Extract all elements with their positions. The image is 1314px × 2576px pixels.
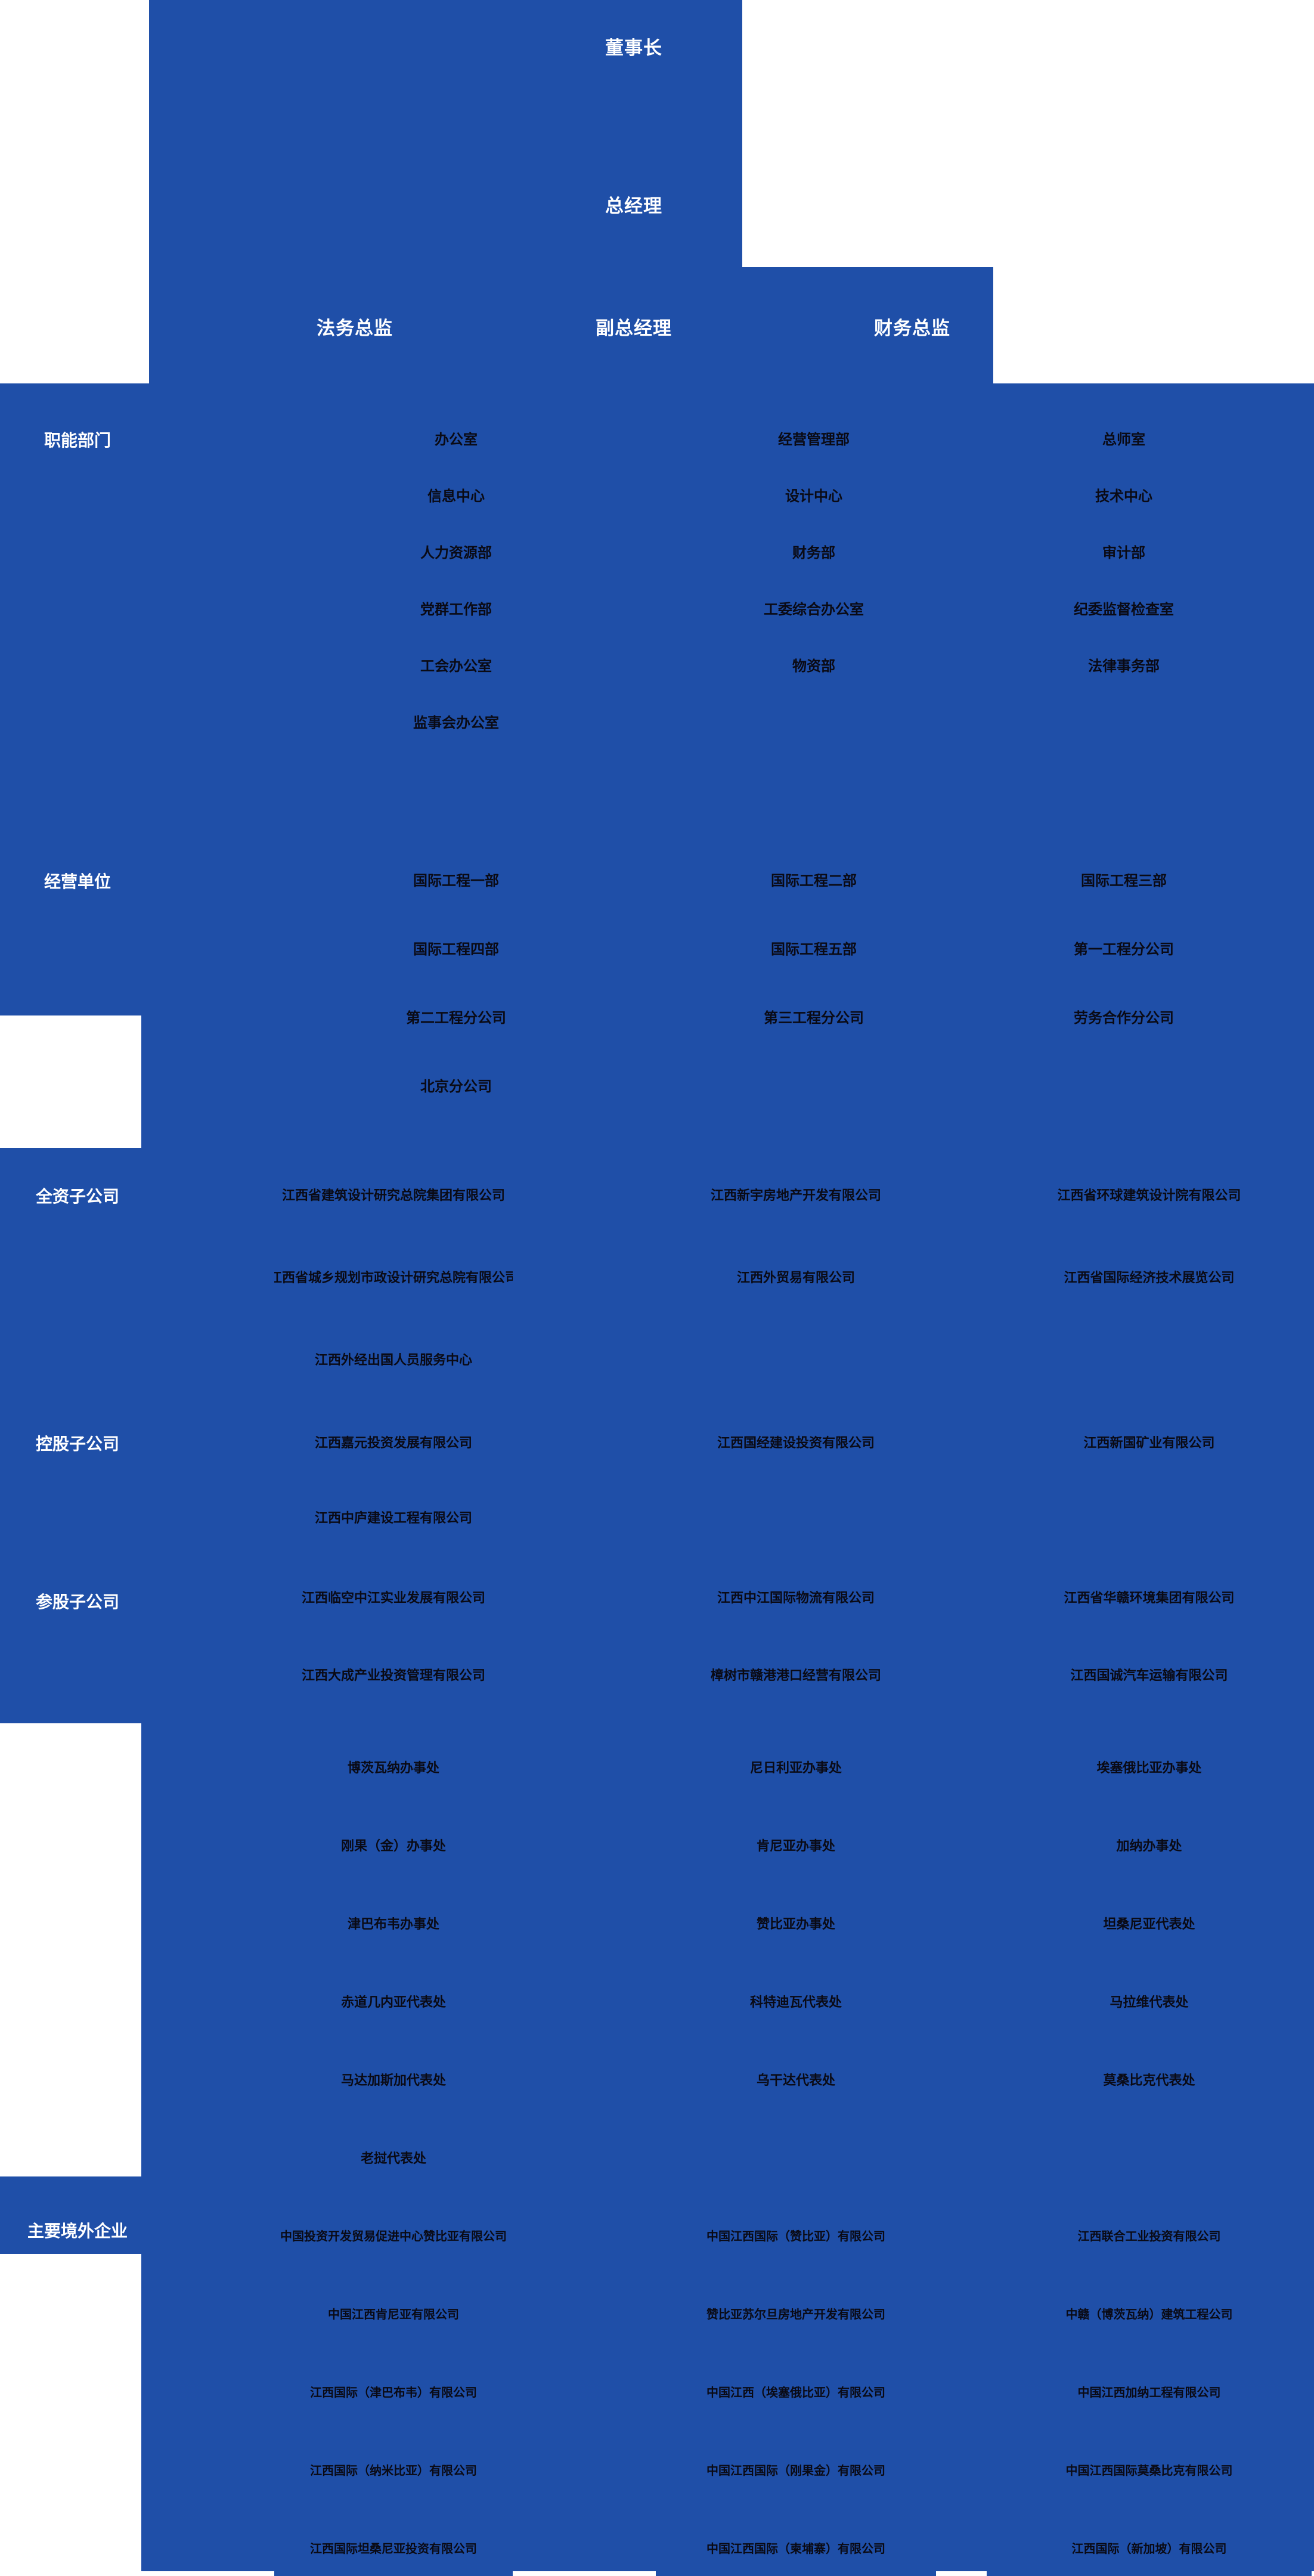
- org-item[interactable]: 肯尼亚办事处: [656, 1816, 936, 1874]
- exec-chairman: 董事长: [605, 38, 662, 58]
- org-item[interactable]: 国际工程一部: [391, 866, 522, 892]
- org-item[interactable]: 樟树市赣港港口经营有限公司: [656, 1646, 936, 1703]
- panel-branch-block: [141, 1015, 1314, 1148]
- org-item[interactable]: 江西中江国际物流有限公司: [656, 1568, 936, 1626]
- org-item[interactable]: 工委综合办公室: [715, 595, 912, 621]
- org-item[interactable]: 江西省华赣环境集团有限公司: [987, 1568, 1312, 1626]
- panel-directors-row: [149, 267, 993, 383]
- org-item[interactable]: 中国江西国际（刚果金）有限公司: [656, 2441, 936, 2498]
- org-item[interactable]: 尼日利亚办事处: [656, 1738, 936, 1795]
- org-item[interactable]: 赞比亚办事处: [656, 1894, 936, 1952]
- org-item[interactable]: 江西省环球建筑设计院有限公司: [987, 1166, 1312, 1223]
- exec-general-manager: 总经理: [605, 196, 662, 216]
- org-item[interactable]: 第三工程分公司: [715, 1003, 912, 1029]
- section-label-overseas-offices: 主要驻外办 事处、代表处: [27, 1745, 128, 1784]
- org-item[interactable]: 江西联合工业投资有限公司: [987, 2206, 1312, 2264]
- org-item[interactable]: 老挝代表处: [274, 2129, 513, 2186]
- org-item[interactable]: 办公室: [391, 425, 522, 451]
- org-item[interactable]: 江西新国矿业有限公司: [987, 1413, 1312, 1470]
- org-item[interactable]: 物资部: [715, 651, 912, 677]
- org-item[interactable]: 北京分公司: [391, 1072, 522, 1098]
- org-item[interactable]: 中国江西国际（赞比亚）有限公司: [656, 2206, 936, 2264]
- org-item[interactable]: 赤道几内亚代表处: [274, 1973, 513, 2030]
- director-legal: 法务总监: [317, 318, 393, 339]
- org-item[interactable]: 人力资源部: [391, 538, 522, 564]
- org-item[interactable]: 江西省城乡规划市政设计研究总院有限公司: [274, 1248, 513, 1305]
- org-item[interactable]: 江西临空中江实业发展有限公司: [274, 1568, 513, 1626]
- org-item[interactable]: 党群工作部: [391, 595, 522, 621]
- org-item[interactable]: 江西外贸易有限公司: [656, 1248, 936, 1305]
- org-item[interactable]: 信息中心: [391, 481, 522, 507]
- org-item[interactable]: 坦桑尼亚代表处: [987, 1894, 1312, 1952]
- director-deputy: 副总经理: [596, 318, 672, 339]
- org-item[interactable]: 江西中庐建设工程有限公司: [274, 1488, 513, 1546]
- org-item[interactable]: 莫桑比克代表处: [987, 2051, 1312, 2108]
- org-item[interactable]: 审计部: [1055, 538, 1192, 564]
- org-item[interactable]: 经营管理部: [715, 425, 912, 451]
- org-item[interactable]: 中国江西国际（柬埔寨）有限公司: [656, 2519, 936, 2576]
- org-item[interactable]: 科特迪瓦代表处: [656, 1973, 936, 2030]
- section-label-operating-units: 经营单位: [44, 872, 111, 891]
- section-label-participating: 参股子公司: [35, 1593, 119, 1611]
- section-label-functional-departments: 职能部门: [44, 431, 111, 450]
- org-item[interactable]: 江西国际（纳米比亚）有限公司: [274, 2441, 513, 2498]
- org-item[interactable]: 津巴布韦办事处: [274, 1894, 513, 1952]
- org-item[interactable]: 法律事务部: [1055, 651, 1192, 677]
- org-item[interactable]: 江西外经出国人员服务中心: [274, 1330, 513, 1388]
- org-item[interactable]: 江西国际（新加坡）有限公司: [987, 2519, 1312, 2576]
- org-item[interactable]: 中国江西国际莫桑比克有限公司: [987, 2441, 1312, 2498]
- org-item[interactable]: 设计中心: [715, 481, 912, 507]
- org-item[interactable]: 中国投资开发贸易促进中心赞比亚有限公司: [274, 2206, 513, 2264]
- org-item[interactable]: 马达加斯加代表处: [274, 2051, 513, 2108]
- org-item[interactable]: 江西国诚汽车运输有限公司: [987, 1646, 1312, 1703]
- org-item[interactable]: 第一工程分公司: [1055, 934, 1192, 961]
- org-item[interactable]: 总师室: [1055, 425, 1192, 451]
- org-item[interactable]: 马拉维代表处: [987, 1973, 1312, 2030]
- org-item[interactable]: 中国江西加纳工程有限公司: [987, 2363, 1312, 2420]
- org-item[interactable]: 乌干达代表处: [656, 2051, 936, 2108]
- org-item[interactable]: 财务部: [715, 538, 912, 564]
- org-item[interactable]: 江西新宇房地产开发有限公司: [656, 1166, 936, 1223]
- org-item[interactable]: 工会办公室: [391, 651, 522, 677]
- org-item[interactable]: 江西国际（津巴布韦）有限公司: [274, 2363, 513, 2420]
- org-item[interactable]: 监事会办公室: [391, 708, 522, 734]
- director-finance: 财务总监: [874, 318, 950, 339]
- org-item[interactable]: 技术中心: [1055, 481, 1192, 507]
- org-item[interactable]: 国际工程二部: [715, 866, 912, 892]
- org-item[interactable]: 博茨瓦纳办事处: [274, 1738, 513, 1795]
- org-item[interactable]: 江西国经建设投资有限公司: [656, 1413, 936, 1470]
- org-item[interactable]: 国际工程三部: [1055, 866, 1192, 892]
- org-item[interactable]: 中国江西（埃塞俄比亚）有限公司: [656, 2363, 936, 2420]
- org-item[interactable]: 江西大成产业投资管理有限公司: [274, 1646, 513, 1703]
- org-item[interactable]: 第二工程分公司: [391, 1003, 522, 1029]
- org-item[interactable]: 刚果（金）办事处: [274, 1816, 513, 1874]
- section-label-controlling: 控股子公司: [35, 1435, 119, 1453]
- org-item[interactable]: 国际工程四部: [391, 934, 522, 961]
- org-item[interactable]: 埃塞俄比亚办事处: [987, 1738, 1312, 1795]
- section-label-overseas-enterprises: 主要境外企业: [27, 2222, 128, 2240]
- org-item[interactable]: 江西省建筑设计研究总院集团有限公司: [274, 1166, 513, 1223]
- org-item[interactable]: 中国江西肯尼亚有限公司: [274, 2284, 513, 2342]
- org-item[interactable]: 江西省国际经济技术展览公司: [987, 1248, 1312, 1305]
- org-item[interactable]: 赞比亚苏尔旦房地产开发有限公司: [656, 2284, 936, 2342]
- org-item[interactable]: 江西国际坦桑尼亚投资有限公司: [274, 2519, 513, 2576]
- org-item[interactable]: 加纳办事处: [987, 1816, 1312, 1874]
- panel-depart-block: [0, 383, 1314, 1015]
- org-item[interactable]: 纪委监督检查室: [1055, 595, 1192, 621]
- org-item[interactable]: 劳务合作分公司: [1055, 1003, 1192, 1029]
- org-item[interactable]: 中赣（博茨瓦纳）建筑工程公司: [987, 2284, 1312, 2342]
- org-item[interactable]: 江西嘉元投资发展有限公司: [274, 1413, 513, 1470]
- org-item[interactable]: 国际工程五部: [715, 934, 912, 961]
- section-label-wholly-owned: 全资子公司: [35, 1187, 119, 1206]
- panel-top-chairman: [149, 0, 742, 267]
